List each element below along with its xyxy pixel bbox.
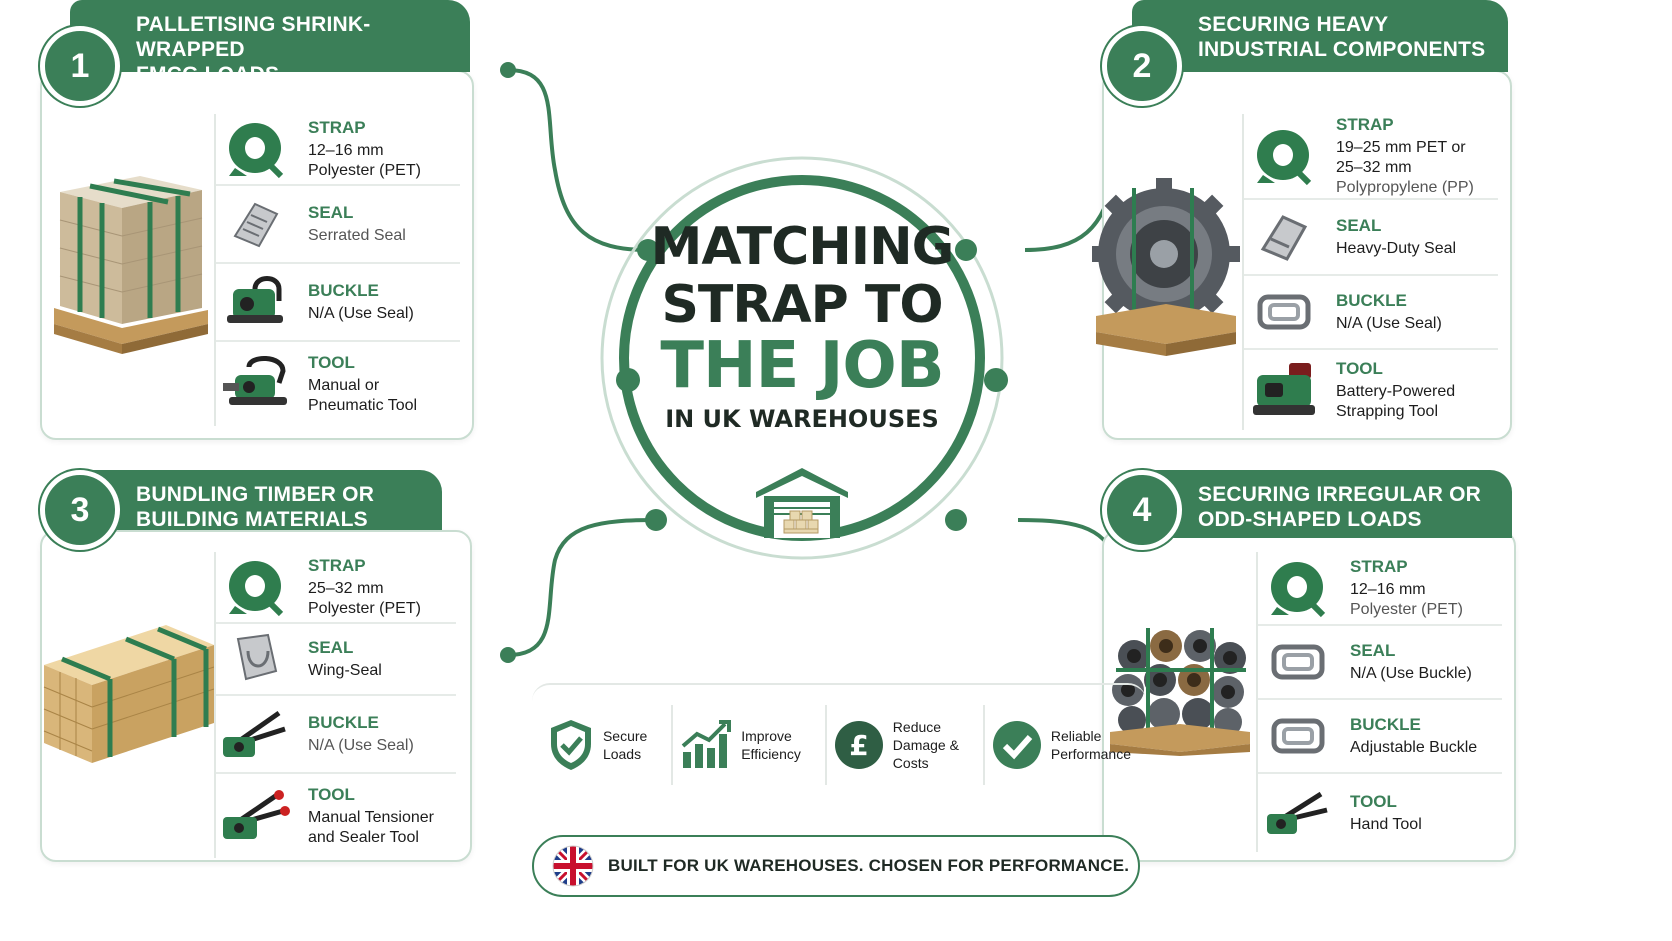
benefits-row: Secure Loads Improve Efficiency £ Reduce… (532, 683, 1146, 805)
title-line-1: MATCHING (650, 217, 955, 277)
hand-tool-icon (1258, 784, 1338, 842)
bar-chart-icon (681, 720, 732, 768)
wire-buckle-icon (1258, 637, 1338, 687)
panel-3-tool: TOOL Manual Tensioner and Sealer Tool (216, 774, 456, 858)
panel-2-seal: SEAL Heavy-Duty Seal (1244, 200, 1498, 276)
svg-text:£: £ (849, 729, 868, 762)
panel-4-buckle: BUCKLE Adjustable Buckle (1258, 700, 1502, 774)
panel-3-number: 3 (40, 470, 120, 550)
panel-3-items: STRAP 25–32 mm Polyester (PET) SEAL Wing… (214, 552, 456, 858)
panel-1-strap: STRAP 12–16 mm Polyester (PET) (216, 114, 460, 186)
timber-bundle-image (43, 625, 215, 763)
panel-1-items: STRAP 12–16 mm Polyester (PET) SEAL Serr… (214, 114, 460, 426)
pneumatic-tool-icon (216, 353, 296, 415)
panel-3-buckle: BUCKLE N/A (Use Seal) (216, 696, 456, 774)
battery-tool-icon (1244, 359, 1324, 421)
panel-3-heading: BUNDLING TIMBER OR BUILDING MATERIALS (70, 470, 442, 531)
panel-1-number: 1 (40, 26, 120, 106)
benefit-reliable-performance: Reliable Performance (982, 705, 1137, 785)
shrink-wrapped-pallet-image (54, 176, 208, 354)
strap-roll-icon (1258, 557, 1338, 619)
title-line-3: THE JOB (660, 329, 944, 403)
panel-2-strap: STRAP 19–25 mm PET or 25–32 mm Polypropy… (1244, 114, 1498, 200)
shield-check-icon (550, 720, 591, 770)
industrial-gear-image (1092, 178, 1240, 356)
panel-3-strap: STRAP 25–32 mm Polyester (PET) (216, 552, 456, 624)
panel-2-tool: TOOL Battery-Powered Strapping Tool (1244, 350, 1498, 430)
panel-4-tool: TOOL Hand Tool (1258, 774, 1502, 852)
strap-roll-icon (1244, 125, 1324, 187)
panel-4-heading: SECURING IRREGULAR OR ODD-SHAPED LOADS (1132, 470, 1512, 538)
serrated-seal-icon (216, 196, 296, 252)
heavy-seal-icon (1244, 209, 1324, 265)
panel-2-buckle: BUCKLE N/A (Use Seal) (1244, 276, 1498, 350)
panel-1-buckle: BUCKLE N/A (Use Seal) (216, 264, 460, 342)
benefit-secure-loads: Secure Loads (541, 705, 653, 785)
wire-buckle-icon (1258, 711, 1338, 761)
benefit-reduce-damage: £ Reduce Damage & Costs (824, 705, 965, 785)
title-line-2: STRAP TO (661, 275, 943, 335)
panel-4-items: STRAP 12–16 mm Polyester (PET) SEAL N/A … (1256, 552, 1502, 852)
panel-2-heading: SECURING HEAVY INDUSTRIAL COMPONENTS (1132, 0, 1508, 72)
panel-2-items: STRAP 19–25 mm PET or 25–32 mm Polypropy… (1242, 114, 1498, 430)
panel-4-seal: SEAL N/A (Use Buckle) (1258, 626, 1502, 700)
sealer-tool-icon (216, 787, 296, 845)
panel-2-number: 2 (1102, 26, 1182, 106)
pound-icon: £ (834, 721, 883, 769)
checkmark-icon (992, 721, 1041, 769)
title-line-4: IN UK WAREHOUSES (665, 405, 939, 433)
center-title-circle: MATCHING STRAP TO THE JOB IN UK WAREHOUS… (592, 148, 1012, 568)
benefit-improve-efficiency: Improve Efficiency (671, 705, 807, 785)
warehouse-icon (756, 468, 848, 538)
strap-roll-icon (216, 556, 296, 618)
panel-1-tool: TOOL Manual or Pneumatic Tool (216, 342, 460, 426)
wing-seal-icon (216, 631, 296, 687)
footer-banner: BUILT FOR UK WAREHOUSES. CHOSEN FOR PERF… (532, 835, 1140, 897)
banner-text: BUILT FOR UK WAREHOUSES. CHOSEN FOR PERF… (608, 856, 1130, 875)
strap-roll-icon (216, 118, 296, 180)
panel-4-number: 4 (1102, 470, 1182, 550)
panel-3-seal: SEAL Wing-Seal (216, 624, 456, 696)
tensioner-icon (216, 705, 296, 763)
panel-4-strap: STRAP 12–16 mm Polyester (PET) (1258, 552, 1502, 626)
wire-buckle-icon (1244, 287, 1324, 337)
uk-flag-icon (552, 845, 594, 887)
irregular-load-image (1110, 628, 1250, 756)
buckle-tool-icon (216, 271, 296, 333)
panel-1-heading: PALLETISING SHRINK-WRAPPED FMCG LOADS (70, 0, 470, 86)
panel-1-seal: SEAL Serrated Seal (216, 186, 460, 264)
